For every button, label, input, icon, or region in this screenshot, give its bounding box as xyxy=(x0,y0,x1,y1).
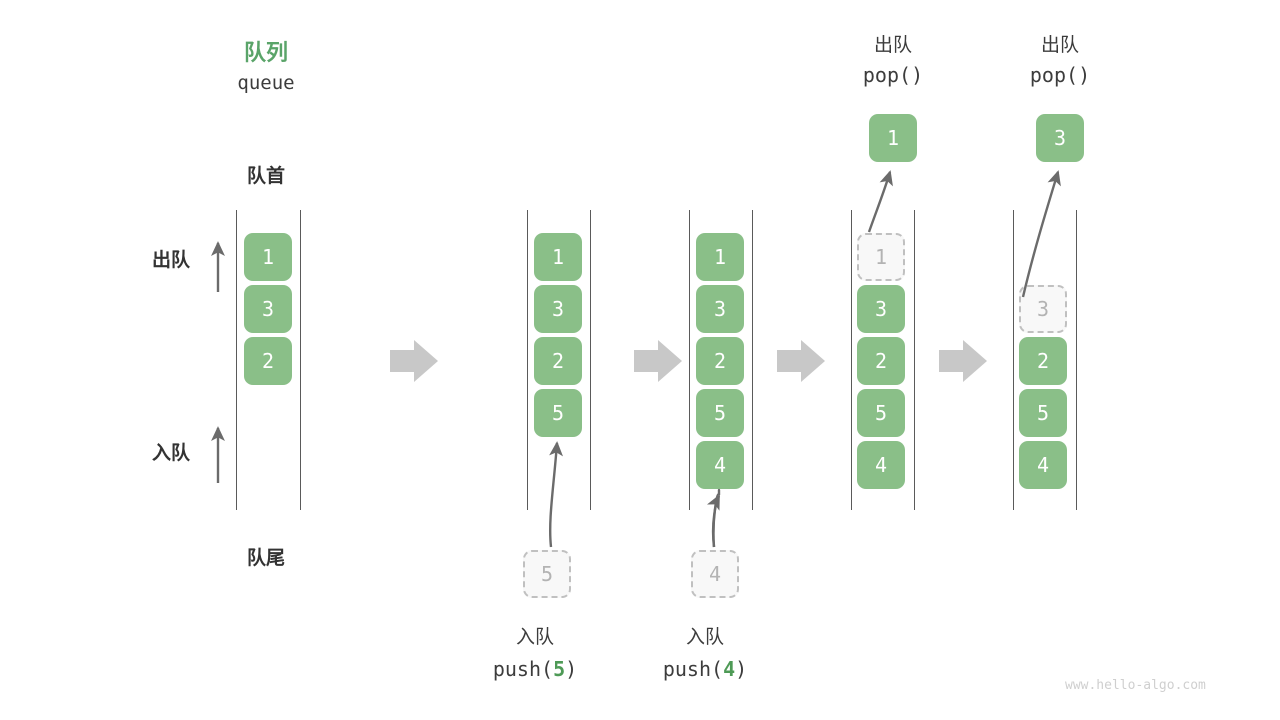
queue-rail-right-col1 xyxy=(300,210,301,510)
queue-rail-right-col2 xyxy=(590,210,591,510)
queue-cell: 2 xyxy=(534,337,582,385)
pop-motion-arrow-1 xyxy=(867,170,893,233)
queue-cell: 3 xyxy=(857,285,905,333)
push-label-code: push(4) xyxy=(635,657,775,681)
queue-cell: 5 xyxy=(534,389,582,437)
queue-cell: 4 xyxy=(1019,441,1067,489)
push-code-suffix: ) xyxy=(565,657,578,681)
queue-rail-left-col5 xyxy=(1013,210,1014,510)
queue-cell: 5 xyxy=(857,389,905,437)
queue-title-en: queue xyxy=(237,72,295,94)
queue-rail-left-col3 xyxy=(689,210,690,510)
queue-cell-ghost: 1 xyxy=(857,233,905,281)
push-code-arg: 5 xyxy=(553,657,566,681)
queue-tail-label: 队尾 xyxy=(246,548,285,569)
push-code-prefix: push( xyxy=(492,657,554,681)
push-label-cn: 入队 xyxy=(515,627,554,648)
push-motion-arrow-5 xyxy=(548,441,564,548)
pop-code-suffix: ) xyxy=(1078,63,1091,87)
queue-cell: 2 xyxy=(1019,337,1067,385)
queue-rail-left-col4 xyxy=(851,210,852,510)
pop-code-suffix: ) xyxy=(911,63,924,87)
popped-cell: 1 xyxy=(869,114,917,162)
push-code-suffix: ) xyxy=(735,657,748,681)
push-label-cn: 入队 xyxy=(685,627,724,648)
push-code-arg: 4 xyxy=(723,657,736,681)
incoming-ghost-cell: 5 xyxy=(523,550,571,598)
queue-rail-left-col2 xyxy=(527,210,528,510)
queue-rail-right-col3 xyxy=(752,210,753,510)
queue-title-cn: 队列 xyxy=(243,40,288,65)
queue-cell: 1 xyxy=(244,233,292,281)
pop-label-code: pop() xyxy=(990,63,1130,87)
queue-rail-right-col5 xyxy=(1076,210,1077,510)
step-arrow-2 xyxy=(634,340,682,382)
queue-cell: 2 xyxy=(857,337,905,385)
pop-code-prefix: pop( xyxy=(1029,63,1079,87)
queue-cell: 3 xyxy=(696,285,744,333)
queue-cell: 4 xyxy=(857,441,905,489)
pop-code-prefix: pop( xyxy=(862,63,912,87)
queue-cell: 5 xyxy=(696,389,744,437)
queue-cell: 3 xyxy=(244,285,292,333)
queue-cell: 3 xyxy=(534,285,582,333)
enqueue-side-label: 入队 xyxy=(151,443,190,464)
popped-cell: 3 xyxy=(1036,114,1084,162)
queue-cell: 4 xyxy=(696,441,744,489)
queue-cell: 2 xyxy=(696,337,744,385)
queue-cell: 1 xyxy=(696,233,744,281)
step-arrow-3 xyxy=(777,340,825,382)
push-label-code: push(5) xyxy=(465,657,605,681)
pop-label-code: pop() xyxy=(823,63,963,87)
queue-cell: 1 xyxy=(534,233,582,281)
push-code-prefix: push( xyxy=(662,657,724,681)
step-arrow-4 xyxy=(939,340,987,382)
queue-head-label: 队首 xyxy=(246,166,285,187)
watermark: www.hello-algo.com xyxy=(1065,678,1206,693)
incoming-ghost-cell: 4 xyxy=(691,550,739,598)
queue-rail-right-col4 xyxy=(914,210,915,510)
dequeue-side-label: 出队 xyxy=(151,250,190,271)
queue-cell: 2 xyxy=(244,337,292,385)
pop-motion-arrow-3 xyxy=(1021,170,1061,298)
pop-label-cn: 出队 xyxy=(873,35,912,56)
queue-cell-ghost: 3 xyxy=(1019,285,1067,333)
pop-label-cn: 出队 xyxy=(1040,35,1079,56)
queue-rail-left-col1 xyxy=(236,210,237,510)
step-arrow-1 xyxy=(390,340,438,382)
queue-cell: 5 xyxy=(1019,389,1067,437)
push-motion-arrow-4 xyxy=(706,488,721,548)
